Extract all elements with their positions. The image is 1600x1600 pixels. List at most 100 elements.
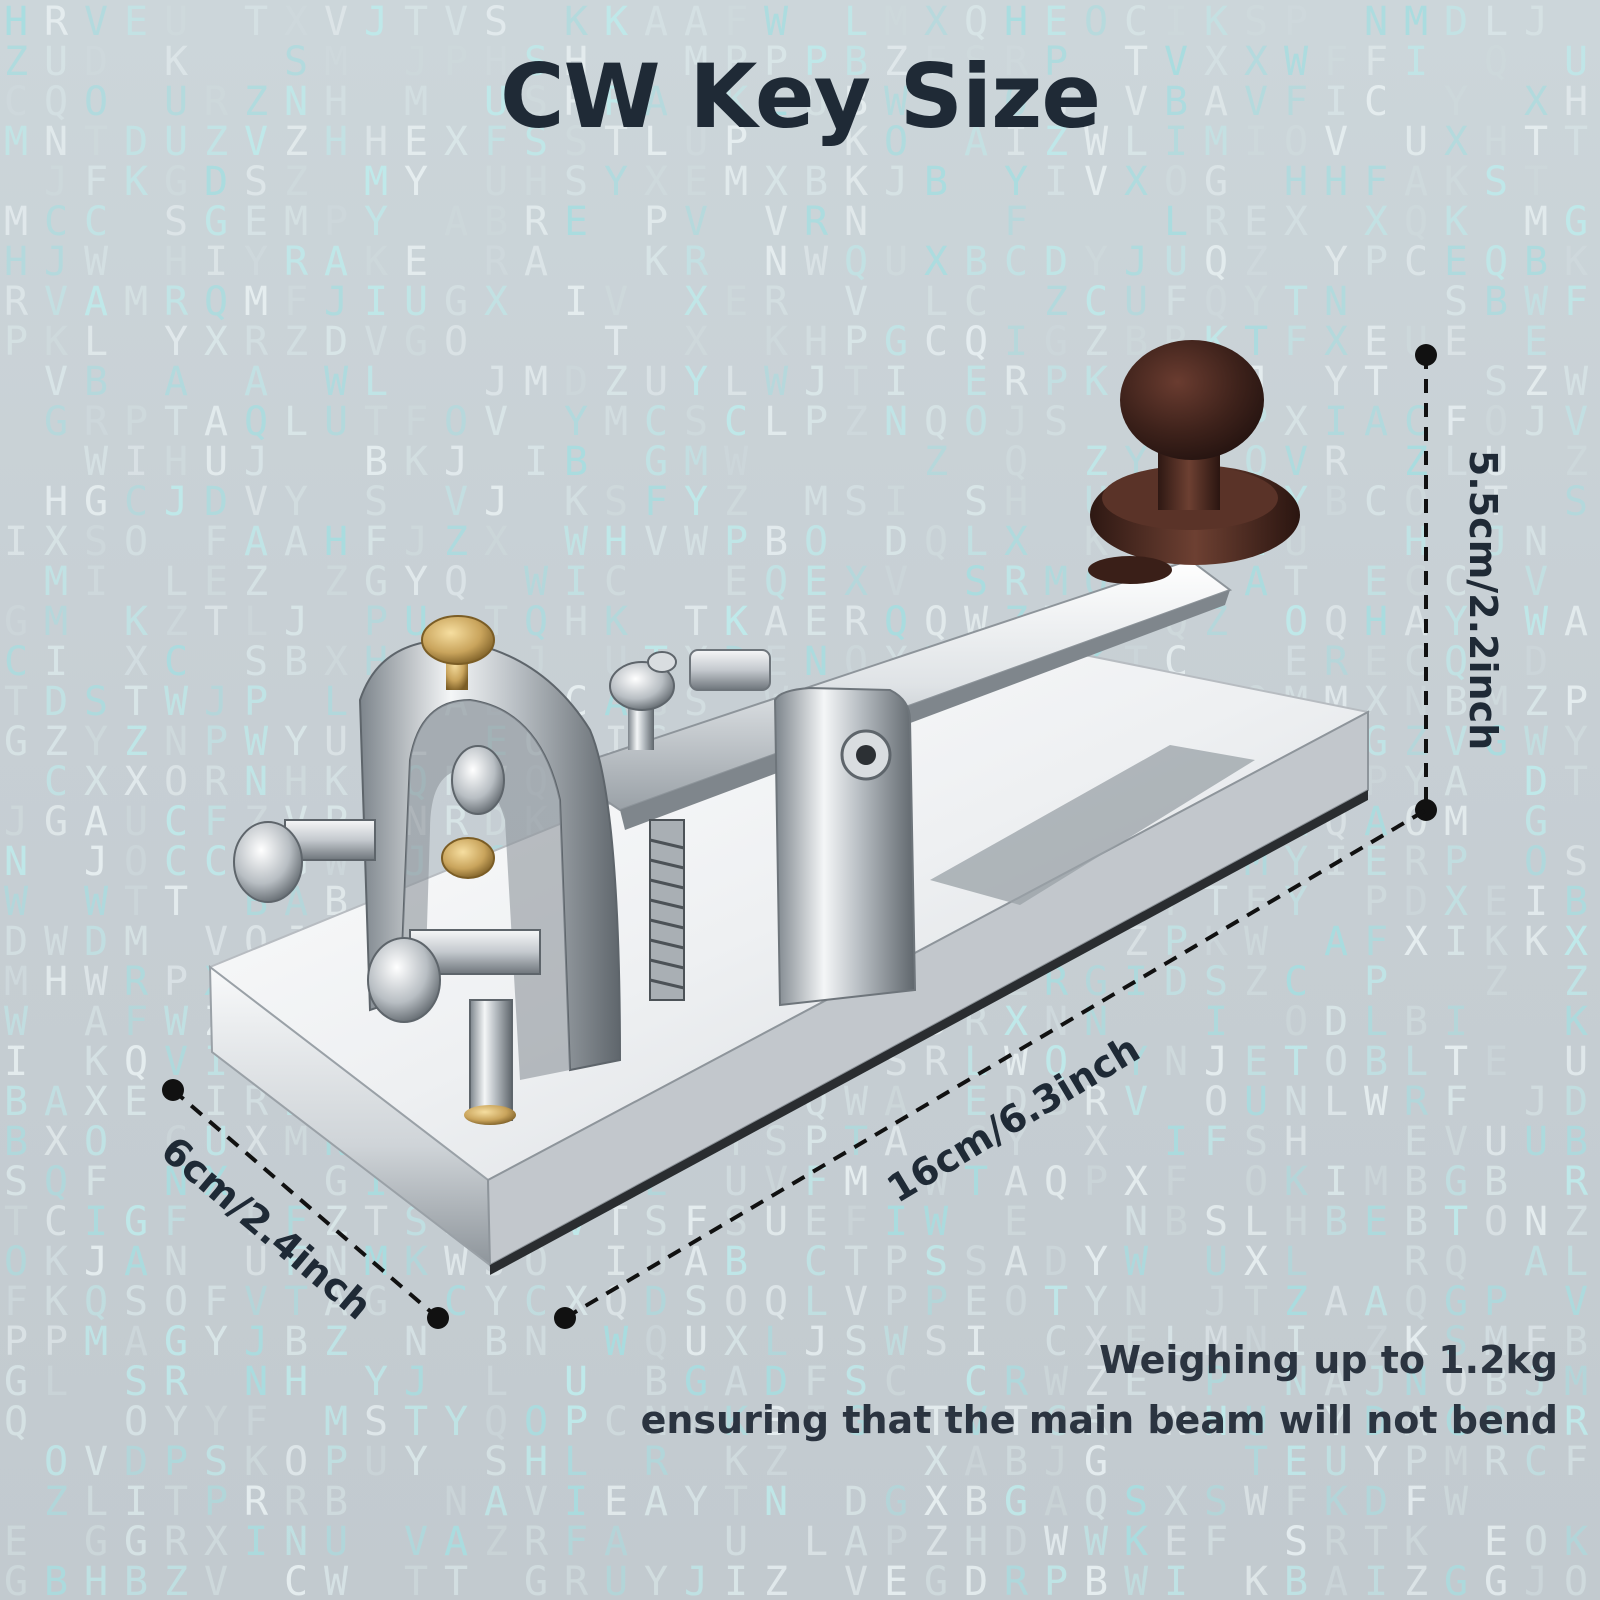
background-letter: Z [1084, 319, 1109, 365]
background-letter: T [364, 399, 389, 445]
background-letter: J [44, 239, 69, 285]
background-letter: V [244, 479, 269, 525]
background-letter: B [1324, 479, 1349, 525]
background-letter: S [964, 479, 989, 525]
background-letter: H [524, 159, 549, 205]
background-letter: W [1564, 359, 1589, 405]
background-letter: S [84, 519, 109, 565]
background-letter: H [804, 319, 829, 365]
background-letter: N [884, 399, 909, 445]
background-letter: A [524, 239, 549, 285]
background-letter: Z [244, 559, 269, 605]
background-letter: T [1124, 39, 1149, 85]
background-letter: I [364, 279, 389, 325]
background-letter: Z [324, 559, 349, 605]
background-letter: I [1004, 119, 1029, 165]
background-letter: U [44, 39, 69, 85]
background-letter: X [1244, 39, 1269, 85]
background-letter: U [484, 159, 509, 205]
background-letter: K [1084, 359, 1109, 405]
background-letter: B [804, 159, 829, 205]
background-letter: B [964, 239, 989, 285]
middle-screw-head [451, 745, 505, 815]
background-letter: L [1124, 119, 1149, 165]
background-letter: S [524, 39, 549, 85]
background-letter: P [1284, 0, 1309, 45]
background-letter: M [324, 39, 349, 85]
background-letter: A [204, 399, 229, 445]
background-letter: Y [1444, 79, 1469, 125]
background-letter: Q [1484, 239, 1509, 285]
background-letter: Y [244, 239, 269, 285]
background-letter: R [164, 279, 189, 325]
background-letter: E [404, 239, 429, 285]
background-letter: A [964, 119, 989, 165]
background-letter: I [524, 439, 549, 485]
background-letter: S [564, 159, 589, 205]
background-letter: P [4, 319, 29, 365]
background-letter: L [924, 279, 949, 325]
background-letter: Q [764, 559, 789, 605]
background-letter: K [844, 119, 869, 165]
background-letter: E [1244, 199, 1269, 245]
background-letter: O [1084, 0, 1109, 45]
background-letter: X [1284, 199, 1309, 245]
background-letter: T [1564, 119, 1589, 165]
background-letter: T [1484, 479, 1509, 525]
background-letter: T [1364, 359, 1389, 405]
background-letter: I [1244, 119, 1269, 165]
background-letter: W [764, 359, 789, 405]
background-letter: H [364, 119, 389, 165]
background-letter: P [804, 399, 829, 445]
background-letter: S [244, 159, 269, 205]
background-letter: G [444, 279, 469, 325]
background-letter: R [524, 199, 549, 245]
background-letter: F [644, 479, 669, 525]
background-letter: Z [444, 519, 469, 565]
background-letter: C [924, 319, 949, 365]
background-letter: O [444, 399, 469, 445]
knob-cap [1120, 340, 1264, 460]
background-letter: P [1044, 359, 1069, 405]
background-letter: F [724, 0, 749, 45]
background-letter: K [164, 39, 189, 85]
background-letter: P [724, 119, 749, 165]
background-letter: X [644, 159, 669, 205]
background-letter: L [844, 0, 869, 45]
dimension-width-start-dot [162, 1079, 184, 1101]
weight-caption-line-2: ensuring that the main beam will not ben… [640, 1398, 1558, 1442]
background-letter: V [844, 279, 869, 325]
background-letter: A [84, 279, 109, 325]
background-letter: L [284, 399, 309, 445]
background-letter: W [324, 359, 349, 405]
background-letter: K [764, 319, 789, 365]
background-letter: X [924, 0, 949, 45]
background-letter: C [1084, 279, 1109, 325]
background-letter: U [164, 119, 189, 165]
background-letter: S [1244, 0, 1269, 45]
background-letter: R [684, 239, 709, 285]
background-letter: M [1404, 0, 1429, 45]
background-letter: V [1084, 159, 1109, 205]
background-letter: P [1044, 39, 1069, 85]
background-letter: T [1524, 119, 1549, 165]
background-letter: I [1044, 159, 1069, 205]
background-letter: E [724, 559, 749, 605]
background-letter: W [684, 519, 709, 565]
background-letter: E [1444, 319, 1469, 365]
background-letter: Y [1004, 159, 1029, 205]
background-letter: M [604, 399, 629, 445]
background-letter: R [204, 79, 229, 125]
background-letter: H [484, 39, 509, 85]
background-letter: M [364, 159, 389, 205]
background-letter: D [124, 119, 149, 165]
background-letter: Y [684, 479, 709, 525]
background-letter: H [1004, 479, 1029, 525]
background-letter: Y [364, 199, 389, 245]
background-letter: Q [444, 559, 469, 605]
background-letter: E [204, 559, 229, 605]
background-letter: G [44, 399, 69, 445]
background-letter: P [444, 39, 469, 85]
background-letter: F [1164, 279, 1189, 325]
background-letter: Z [1244, 239, 1269, 285]
